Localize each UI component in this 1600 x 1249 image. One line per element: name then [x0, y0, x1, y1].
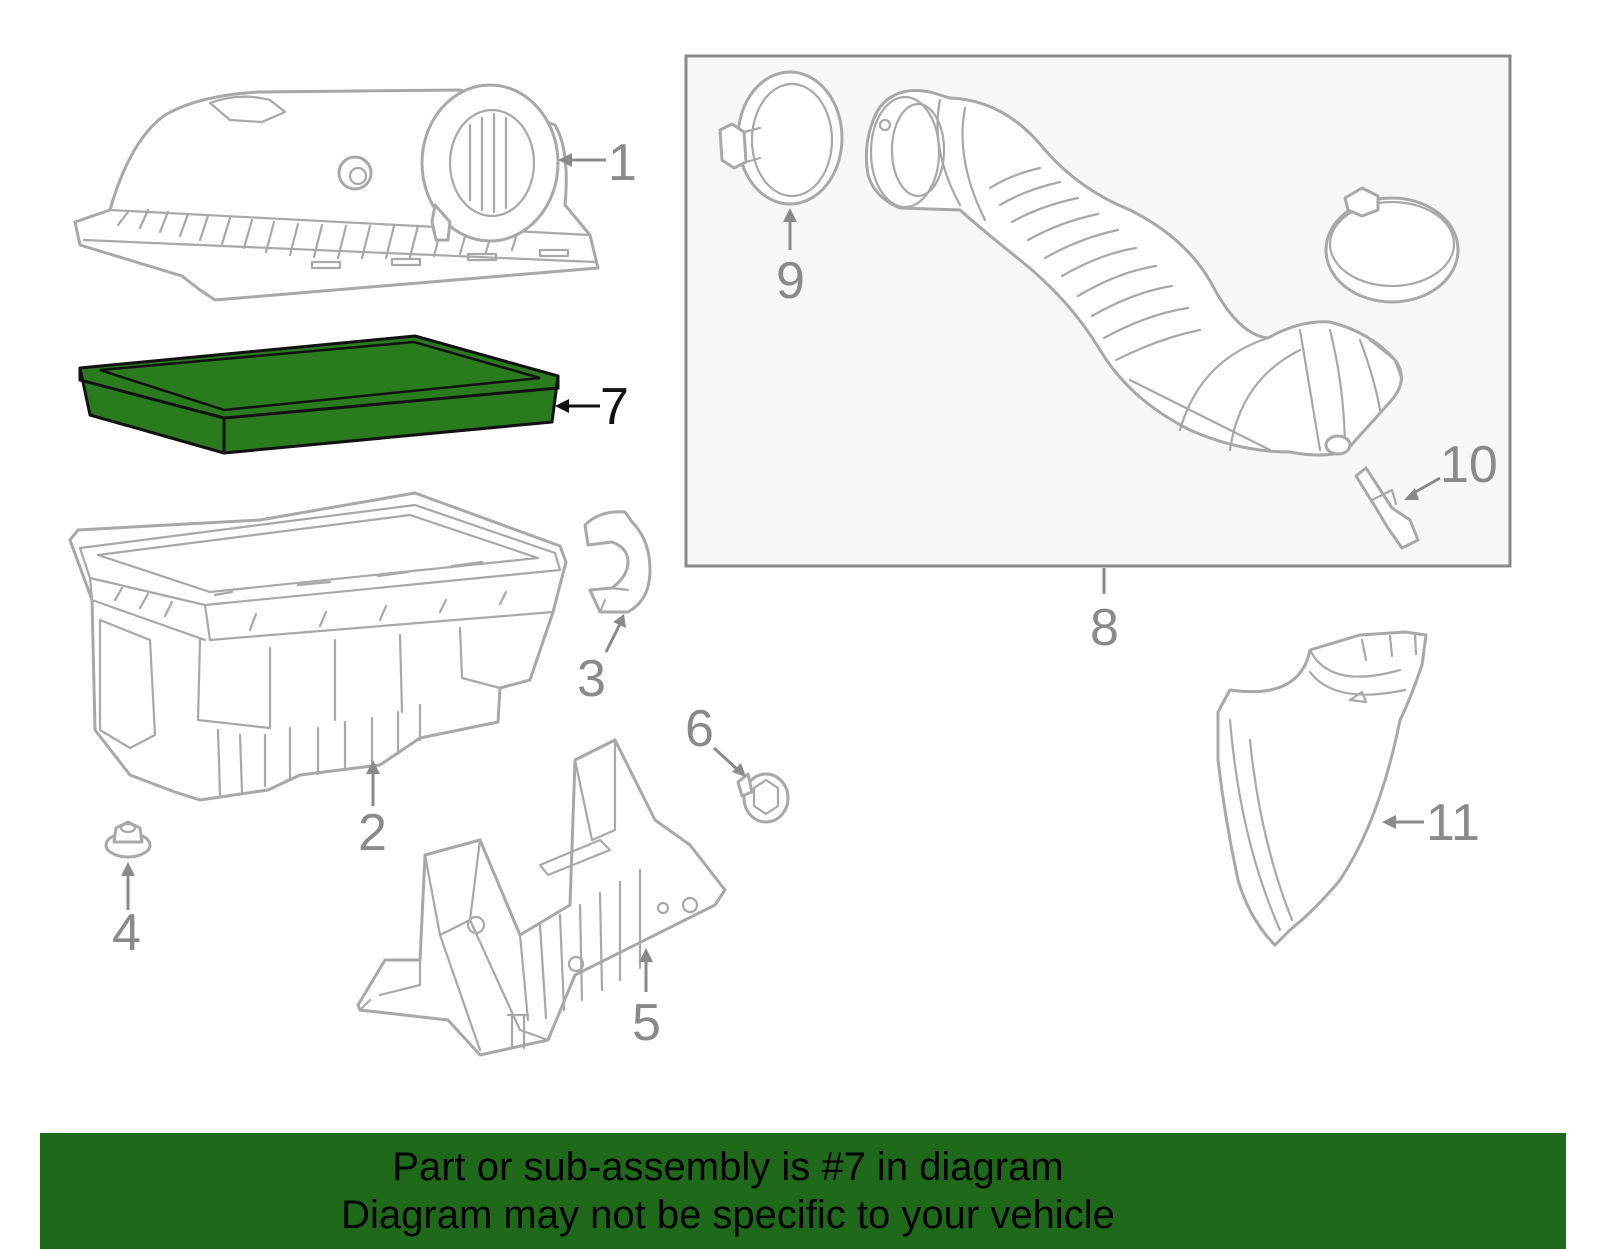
callout-2[interactable]: 2 — [358, 804, 387, 862]
part-8-hose-clamp[interactable] — [1324, 186, 1460, 304]
part-1-air-cleaner-lid[interactable] — [73, 83, 600, 302]
part-5-bracket[interactable] — [356, 738, 727, 1057]
part-7-air-filter[interactable] — [78, 334, 560, 455]
callout-9[interactable]: 9 — [776, 252, 805, 310]
part-4-nut[interactable] — [104, 820, 152, 859]
callout-6[interactable]: 6 — [685, 700, 714, 758]
info-banner: Part or sub-assembly is #7 in diagram Di… — [40, 1133, 1566, 1249]
part-3-clip[interactable] — [583, 510, 652, 614]
callout-4[interactable]: 4 — [112, 904, 141, 962]
callout-1[interactable]: 1 — [608, 134, 637, 192]
part-11-inlet-duct[interactable] — [1216, 630, 1428, 947]
callout-7[interactable]: 7 — [600, 378, 629, 436]
callout-8[interactable]: 8 — [1090, 599, 1119, 657]
callout-5[interactable]: 5 — [632, 994, 661, 1052]
banner-line-1: Part or sub-assembly is #7 in diagram — [392, 1145, 1064, 1189]
part-9-clamp[interactable] — [718, 70, 844, 206]
leader-lines — [121, 153, 1441, 992]
part-2-air-cleaner-body[interactable] — [68, 491, 568, 802]
callout-10[interactable]: 10 — [1440, 436, 1498, 494]
callout-11[interactable]: 11 — [1426, 794, 1480, 852]
part-10-sensor[interactable] — [1354, 466, 1420, 550]
part-8-air-duct[interactable] — [864, 89, 1404, 457]
callout-3[interactable]: 3 — [577, 650, 606, 708]
banner-line-2: Diagram may not be specific to your vehi… — [341, 1193, 1115, 1237]
callout-labels: 1 7 2 3 4 5 6 8 9 10 11 — [112, 134, 1498, 1052]
part-6-bolt[interactable] — [736, 772, 790, 824]
